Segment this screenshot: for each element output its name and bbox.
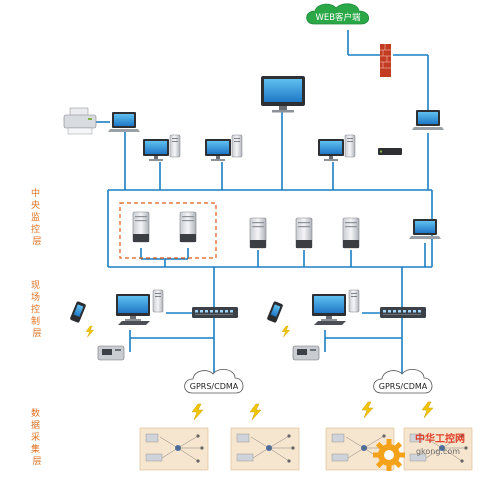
watermark-site-name: 中华工控网 [415,432,465,445]
field-workstation-left[interactable] [116,289,164,325]
network-device-icon[interactable] [378,148,402,155]
server-primary-icon[interactable] [132,211,150,243]
operator-laptop-icon[interactable] [108,112,140,132]
gprs-cloud-left: GPRS/CDMA [184,368,244,394]
gprs-cloud-right: GPRS/CDMA [373,368,433,394]
printer-icon[interactable] [63,107,97,135]
central-laptop-icon[interactable] [409,219,441,239]
field-terminal-left-icon[interactable] [97,345,125,361]
layer-label-acquisition: 数 据 采 集 层 [31,407,43,467]
layer-label-central: 中 央 监 控 层 [31,187,43,247]
field-workstation-right[interactable] [312,289,360,325]
gear-icon [373,439,405,471]
lightning-icon [85,325,94,338]
web-client-label: WEB客户端 [315,12,361,23]
field-terminal-right-icon[interactable] [292,345,320,361]
firewall-icon [380,44,391,77]
layer-label-field: 现 场 控 制 层 [31,280,43,339]
workstation-1[interactable] [143,134,181,161]
lightning-icon [361,401,374,419]
field-switch-left-icon[interactable] [192,307,238,318]
watermark: 中华工控网 gkong.com [373,432,465,471]
field-phone-left-icon[interactable] [69,300,87,324]
workstation-3[interactable] [318,134,356,161]
lightning-icon [249,403,262,421]
field-phone-right-icon[interactable] [266,300,284,324]
redundant-server-group [119,202,217,259]
web-client-cloud[interactable]: WEB客户端 [306,3,370,25]
server-icon-4[interactable] [295,217,313,249]
remote-laptop-icon[interactable] [412,110,444,130]
lightning-icon [281,325,290,338]
lightning-icon [421,401,434,419]
field-switch-right-icon[interactable] [380,307,426,318]
gprs-cloud-left-label: GPRS/CDMA [190,382,239,391]
server-icon-3[interactable] [249,217,267,249]
workstation-2[interactable] [205,134,243,161]
gprs-cloud-right-label: GPRS/CDMA [379,382,428,391]
server-icon-5[interactable] [342,217,360,249]
large-display-icon[interactable] [261,76,305,113]
lightning-icon [191,403,204,421]
acquisition-panel-1[interactable] [139,427,209,471]
acquisition-panel-2[interactable] [230,427,300,471]
watermark-site-url: gkong.com [416,447,460,456]
server-backup-icon[interactable] [179,211,197,243]
